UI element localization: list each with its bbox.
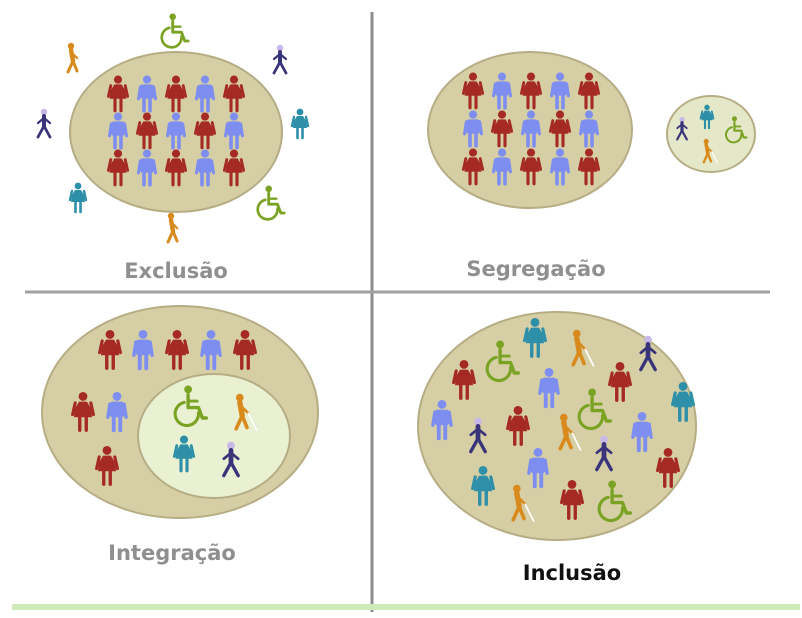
wheelchair-user-icon xyxy=(724,116,748,144)
female-figure-icon xyxy=(671,381,695,422)
female-figure-icon xyxy=(71,391,95,432)
female-figure-icon xyxy=(560,479,584,520)
wheelchair-user-icon xyxy=(485,340,520,383)
walking-person-icon xyxy=(676,116,688,141)
shared-circle xyxy=(417,311,697,541)
panel-label-inclusao: Inclusão xyxy=(523,561,621,585)
female-figure-icon xyxy=(699,104,715,130)
panel-label-exclusao: Exclusão xyxy=(124,259,228,283)
female-figure-icon xyxy=(452,359,476,400)
male-figure-icon xyxy=(137,75,157,113)
blind-person-cane-icon xyxy=(558,413,582,451)
wheelchair-user-icon xyxy=(173,385,208,428)
female-figure-icon xyxy=(68,182,88,214)
blind-person-cane-icon xyxy=(234,393,258,431)
male-figure-icon xyxy=(492,148,512,186)
people-group xyxy=(461,72,748,186)
male-figure-icon xyxy=(550,72,570,110)
female-figure-icon xyxy=(95,445,119,486)
male-figure-icon xyxy=(521,110,541,148)
female-figure-icon xyxy=(461,72,485,110)
wheelchair-user-icon xyxy=(160,13,190,49)
walking-person-icon xyxy=(639,335,657,372)
male-figure-icon xyxy=(195,75,215,113)
female-figure-icon xyxy=(164,149,188,187)
male-figure-icon xyxy=(431,399,453,441)
male-figure-icon xyxy=(579,110,599,148)
female-figure-icon xyxy=(519,148,543,186)
male-figure-icon xyxy=(137,149,157,187)
male-figure-icon xyxy=(527,447,549,489)
male-figure-icon xyxy=(166,112,186,150)
quadrant-dividers xyxy=(12,12,800,612)
female-figure-icon xyxy=(165,329,189,370)
people-group xyxy=(71,329,258,486)
walking-person-icon xyxy=(595,435,613,472)
female-figure-icon xyxy=(164,75,188,113)
male-figure-icon xyxy=(132,329,154,371)
wheelchair-user-icon xyxy=(577,388,612,431)
wheelchair-user-icon xyxy=(256,185,286,221)
walking-person-icon xyxy=(469,417,487,454)
male-figure-icon xyxy=(631,411,653,453)
people-group xyxy=(431,317,695,523)
walking-person-icon xyxy=(36,108,52,139)
male-figure-icon xyxy=(463,110,483,148)
female-figure-icon xyxy=(98,329,122,370)
panel-segregacao: Segregação xyxy=(427,51,756,281)
panel-integracao: Integração xyxy=(41,305,319,565)
male-figure-icon xyxy=(492,72,512,110)
male-figure-icon xyxy=(108,112,128,150)
female-figure-icon xyxy=(523,317,547,358)
blind-person-cane-icon xyxy=(571,329,595,367)
wheelchair-user-icon xyxy=(597,480,632,523)
blind-person-cane-icon xyxy=(66,42,86,74)
minority-circle xyxy=(137,373,291,499)
walking-person-icon xyxy=(272,44,288,75)
panel-label-segregacao: Segregação xyxy=(466,257,605,281)
female-figure-icon xyxy=(577,72,601,110)
female-figure-icon xyxy=(506,405,530,446)
bottom-rule xyxy=(12,604,800,610)
panel-inclusao: Inclusão xyxy=(417,311,697,585)
female-figure-icon xyxy=(461,148,485,186)
walking-person-icon xyxy=(222,441,240,478)
female-figure-icon xyxy=(172,435,196,473)
female-figure-icon xyxy=(222,149,246,187)
panel-exclusao: Exclusão xyxy=(36,13,310,283)
minority-circle xyxy=(666,95,756,173)
male-figure-icon xyxy=(550,148,570,186)
male-figure-icon xyxy=(538,367,560,409)
female-figure-icon xyxy=(290,108,310,140)
people-group xyxy=(36,13,310,244)
female-figure-icon xyxy=(577,148,601,186)
male-figure-icon xyxy=(200,329,222,371)
female-figure-icon xyxy=(135,112,159,150)
female-figure-icon xyxy=(233,329,257,370)
female-figure-icon xyxy=(106,75,130,113)
male-figure-icon xyxy=(224,112,244,150)
panel-label-integracao: Integração xyxy=(108,541,236,565)
female-figure-icon xyxy=(106,149,130,187)
female-figure-icon xyxy=(608,361,632,402)
blind-person-cane-icon xyxy=(511,484,535,522)
female-figure-icon xyxy=(193,112,217,150)
female-figure-icon xyxy=(490,110,514,148)
female-figure-icon xyxy=(222,75,246,113)
male-figure-icon xyxy=(106,391,128,433)
female-figure-icon xyxy=(471,465,495,506)
female-figure-icon xyxy=(656,447,680,488)
blind-person-cane-icon xyxy=(702,138,718,164)
male-figure-icon xyxy=(195,149,215,187)
female-figure-icon xyxy=(548,110,572,148)
blind-person-cane-icon xyxy=(166,212,186,244)
female-figure-icon xyxy=(519,72,543,110)
